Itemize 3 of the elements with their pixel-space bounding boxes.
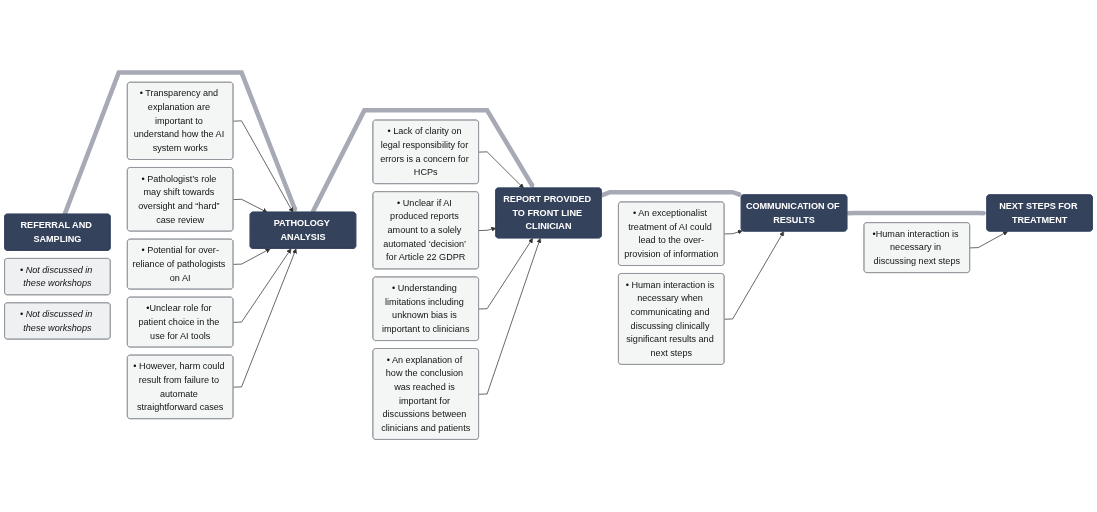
arrow: [847, 210, 988, 216]
arrow: [600, 189, 743, 198]
arrow: [310, 108, 535, 214]
